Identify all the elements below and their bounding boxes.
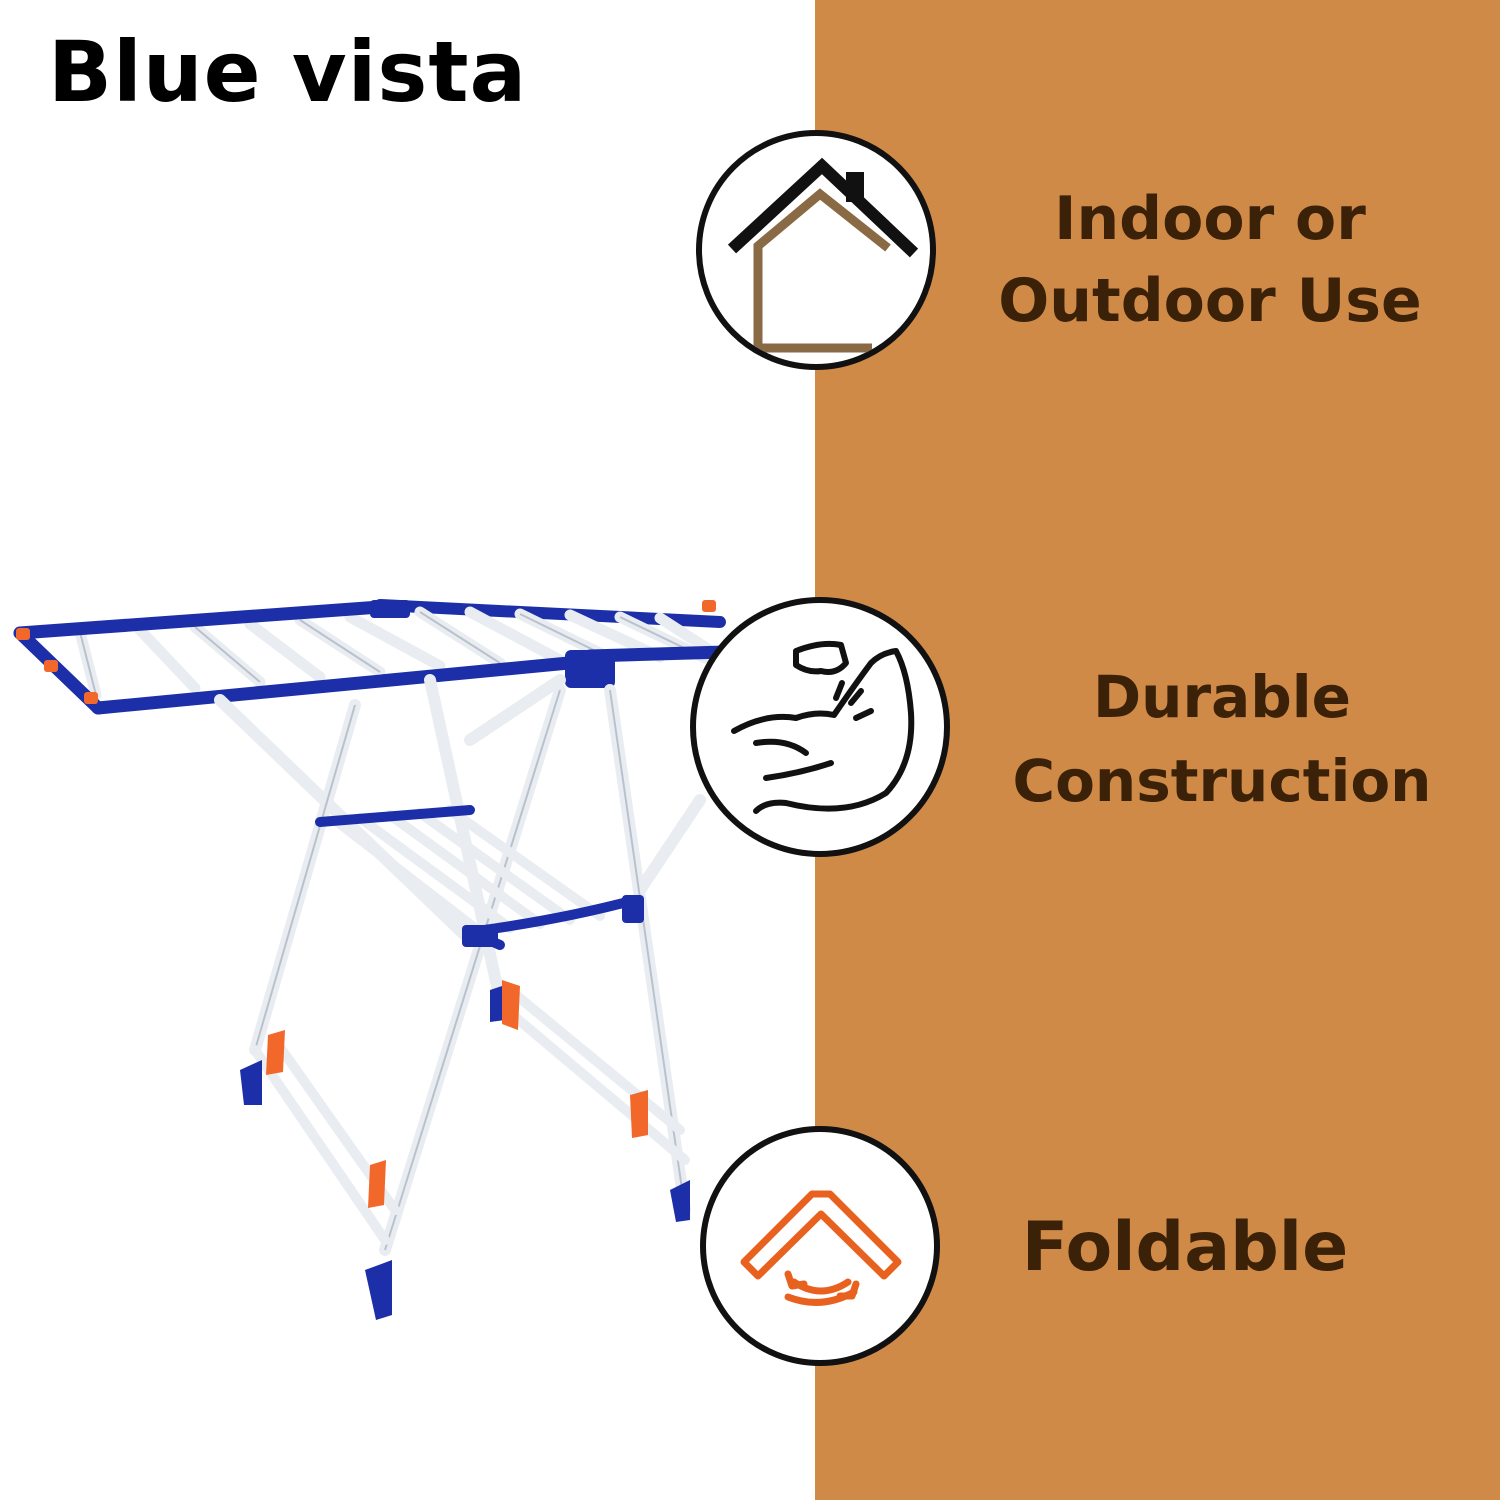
feature-durable: Durable Construction [952, 655, 1492, 823]
feature-line: Foldable [1021, 1208, 1349, 1287]
fold-arrows-icon [740, 1190, 902, 1306]
feature-line: Construction [1012, 747, 1432, 815]
feature-foldable: Foldable [960, 1200, 1410, 1296]
foldable-badge [700, 1126, 940, 1366]
feature-line: Durable [1093, 663, 1351, 731]
flexed-arm-icon [731, 640, 915, 814]
durable-badge [690, 597, 950, 857]
house-icon [727, 157, 919, 356]
brand-name: Blue vista [48, 23, 528, 121]
feature-line: Indoor or [1054, 184, 1366, 254]
indoor-outdoor-badge [696, 130, 936, 370]
feature-line: Outdoor Use [998, 266, 1422, 336]
drying-rack-image [13, 599, 732, 1320]
feature-indoor-outdoor: Indoor or Outdoor Use [950, 178, 1470, 342]
